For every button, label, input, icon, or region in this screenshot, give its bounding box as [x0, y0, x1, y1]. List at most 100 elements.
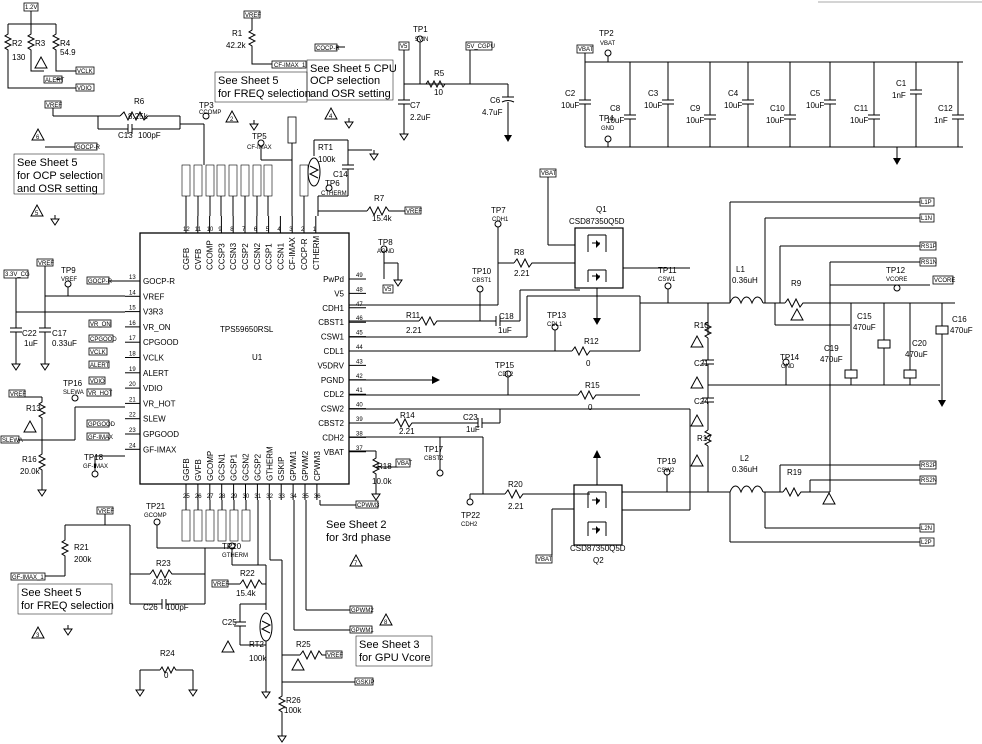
left-net-labels: VR_ON CPGOOD VCLK ALERT VDIO VR_HOT GPGO…	[86, 319, 117, 441]
net-cfimax1: CF-IMAX_1	[274, 63, 306, 69]
pin-num-32: 32	[266, 494, 273, 500]
q1-part: CSD87350Q5D	[569, 217, 625, 226]
net-l1n: L1N	[921, 216, 932, 222]
cap-6-val: 10uF	[806, 101, 824, 110]
pin-2-label: COCP-R	[300, 238, 309, 270]
tp4-ref: TP4	[599, 114, 614, 123]
cap-4-ref: C4	[728, 89, 739, 98]
tp7-val: CDH1	[492, 217, 509, 223]
net-vref-left: VREF	[38, 261, 54, 267]
c6-val: 4.7uF	[482, 108, 503, 117]
c18-ref: C18	[499, 312, 514, 321]
net-gpwm1: GPWM1	[351, 628, 374, 634]
tp2-ref: TP2	[599, 29, 614, 38]
pin-num-40: 40	[356, 403, 363, 409]
pin-num-14: 14	[129, 290, 136, 296]
pin-num-48: 48	[356, 287, 363, 293]
tp11-ref: TP11	[658, 266, 677, 275]
c26-val: 100pF	[166, 603, 189, 612]
pin-num-23: 23	[129, 428, 136, 434]
net-slewa: SLEWA	[2, 438, 23, 444]
note5-l2: for FREQ selection	[21, 600, 114, 612]
pin-13-label: GOCP-R	[143, 277, 175, 286]
pin-23-label: GPGOOD	[143, 430, 179, 439]
pin-num-21: 21	[129, 397, 136, 403]
pin-45-label: CSW1	[321, 333, 345, 342]
c7-val: 2.2uF	[410, 113, 431, 122]
note6-l1: See Sheet 3	[359, 639, 420, 651]
net-gskip: GSKIP	[356, 680, 374, 686]
net-1v2: 1.2V	[25, 5, 37, 11]
flag-6: 6	[36, 135, 40, 141]
pin-num-4: 4	[277, 227, 281, 233]
l1-ref: L1	[736, 265, 745, 274]
pin-num-44: 44	[356, 345, 363, 351]
pin-num-3: 3	[289, 227, 293, 233]
tp20-val: GTHERM	[222, 553, 248, 559]
pin-40-label: CSW2	[321, 405, 345, 414]
pin-num-35: 35	[302, 494, 309, 500]
net-vclk-a: VCLK	[77, 69, 93, 75]
cap-8-ref: C1	[896, 79, 907, 88]
pin-num-31: 31	[254, 494, 261, 500]
r5-ref: R5	[434, 69, 445, 78]
flag-3: 3	[36, 633, 40, 639]
ic-part: TPS59650RSL	[220, 325, 274, 334]
cap-1-val: 10uF	[606, 116, 624, 125]
tp13-ref: TP13	[547, 311, 567, 320]
pin-num-6: 6	[254, 227, 258, 233]
r24-ref: R24	[160, 649, 175, 658]
r1-val: 42.2k	[226, 41, 247, 50]
note-ocp-cpu: See Sheet 5 CPU OCP selection and OSR se…	[306, 59, 397, 129]
tp16-val: SLEWA	[63, 390, 84, 396]
net-cpgood: CPGOOD	[90, 337, 117, 343]
r12-ref: R12	[584, 337, 599, 346]
net-vref-r21: VREF	[98, 509, 114, 515]
note2-l3: and OSR setting	[310, 88, 391, 100]
r25-ref: R25	[296, 640, 311, 649]
r21-val: 200k	[74, 555, 92, 564]
ic-top-pins: 12CGFB11CVFB10CCOMP9CCSP38CCSN37CCSP26CC…	[182, 216, 321, 270]
gtherm-network: TP20 GTHERM VREF R22 15.4k RT2 100k C25 …	[211, 542, 374, 743]
slew-network: VREF R13 SLEWA TP16 SLEWA R16 20.0k TP18…	[0, 379, 125, 497]
tp17-val: CBST2	[424, 456, 444, 462]
net-vref-r6: VREF	[46, 103, 62, 109]
pin-34-label: GPWM1	[289, 450, 298, 481]
r2-ref: R2	[12, 39, 23, 48]
pin-num-39: 39	[356, 417, 363, 423]
pin-30-label: GCSN2	[242, 453, 251, 481]
net-rs1n: RS1N	[921, 260, 937, 266]
tp12-val: VCORE	[886, 277, 907, 283]
net-rs1p: RS1P	[921, 244, 937, 250]
q2-ref: Q2	[593, 556, 604, 565]
pin-16-label: VR_ON	[143, 323, 171, 332]
l2-val: 0.36uH	[732, 465, 758, 474]
r2-val: 130	[12, 53, 26, 62]
tp14-val: GND	[781, 364, 795, 370]
tp6-ref: TP6	[325, 179, 340, 188]
r4-ref: R4	[60, 39, 71, 48]
l2-ref: L2	[740, 454, 749, 463]
top-pin-nets: TP5 CF-IMAX RT1 100k C14 TP6 CTHERM R7 1…	[181, 116, 422, 223]
net-alert-a: ALERT	[45, 78, 65, 84]
pin-9-label: CCSP3	[217, 243, 226, 270]
q2-part: CSD87350Q5D	[570, 544, 626, 553]
net-vbat-q2: VBAT	[537, 557, 553, 563]
r23-val: 4.02k	[152, 578, 173, 587]
tp7-ref: TP7	[491, 206, 506, 215]
tp3-val: CCOMP	[199, 110, 221, 116]
cap-7-val: 10uF	[850, 116, 868, 125]
pin-num-24: 24	[129, 443, 136, 449]
r22-ref: R22	[240, 569, 255, 578]
tp10-val: CBST1	[472, 278, 492, 284]
r16-ref: R16	[22, 455, 37, 464]
note-freq-bottom: See Sheet 5 for FREQ selection 3	[17, 583, 114, 639]
pin-num-41: 41	[356, 388, 363, 394]
pin-num-10: 10	[207, 227, 214, 233]
net-rs2p: RS2P	[921, 463, 937, 469]
ic-right-pins: 49PwPd48V547CDH146CBST145CSW144CDL143V5D…	[317, 273, 366, 457]
net-rs2n: RS2N	[921, 478, 937, 484]
c16-val: 470uF	[950, 326, 973, 335]
